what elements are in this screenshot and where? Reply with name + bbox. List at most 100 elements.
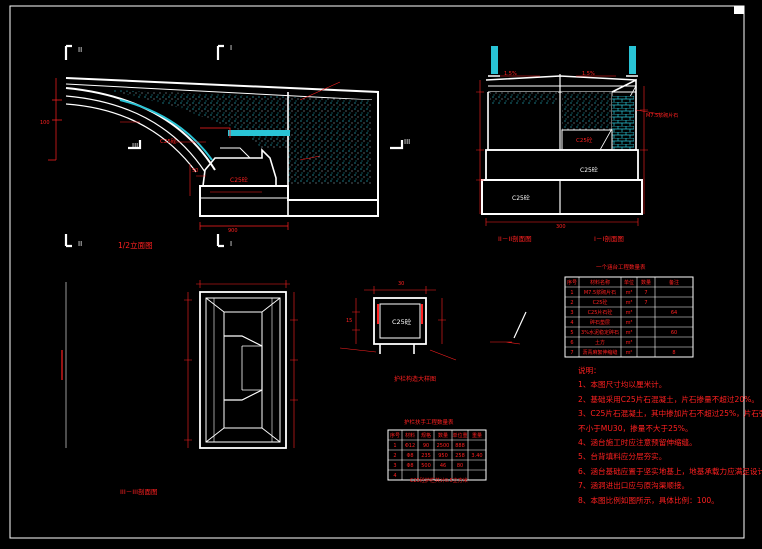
- table-header-cell: 序号: [567, 279, 577, 286]
- table-cell: 碎石垫层: [590, 319, 610, 326]
- table1-title: 一个涵台工程数量表: [596, 263, 646, 271]
- table-cell: 土方: [595, 339, 605, 346]
- sec-mark-ii-bottom: II: [78, 240, 82, 248]
- frame-corner-mark: [734, 6, 744, 14]
- table-cell: 3%水泥稳定碎石: [581, 329, 619, 336]
- table-header-cell: 备注: [669, 279, 679, 286]
- label-c25-guardrail: C25砼: [392, 317, 412, 326]
- label-c25-arch: C25砼: [160, 137, 177, 145]
- table-cell: 60: [671, 330, 677, 336]
- note-item: 6、涵台基础应置于坚实地基上，地基承载力应满足设计要求。: [578, 466, 762, 476]
- label-c25-foundation: C25砼: [512, 194, 530, 202]
- note-item: 4、涵台施工时应注意预留伸缩缝。: [578, 438, 697, 448]
- table-cell: 3: [570, 310, 573, 316]
- table-cell: 3: [393, 463, 396, 469]
- sec-mark-iii-left: III: [132, 142, 138, 150]
- table-cell: 46: [440, 463, 446, 469]
- table-cell: 4: [570, 320, 573, 326]
- table-cell: Φ12: [405, 443, 415, 449]
- table-cell: 3.40: [471, 453, 482, 459]
- table-cell: 1: [570, 290, 573, 296]
- table-header-cell: 材料: [405, 432, 415, 439]
- table-header-cell: 规格: [421, 432, 431, 439]
- sec-mark-ii-top: II: [78, 46, 82, 54]
- table-border: [387, 429, 487, 481]
- half-elevation-view: [48, 44, 404, 248]
- guardrail-detail-view: [339, 286, 527, 361]
- table-cell: 2: [570, 300, 573, 306]
- table-header-cell: 序号: [390, 432, 400, 439]
- table-cell: m³: [626, 290, 633, 296]
- note-item: 7、涵洞进出口应与原沟渠顺接。: [578, 481, 690, 491]
- table-cell: 沥青麻絮伸缩缝: [582, 349, 617, 356]
- table-cell: m³: [626, 300, 633, 306]
- note-item: 不小于MU30，掺量不大于25%。: [578, 423, 693, 433]
- table-header-cell: 材料名称: [590, 279, 610, 286]
- table-cell: 1: [393, 443, 396, 449]
- table-cell: 888: [455, 443, 465, 449]
- table-cell: 8: [672, 350, 675, 356]
- note-item: 2、基础采用C25片石混凝土，片石掺量不超过20%。: [578, 394, 759, 404]
- table-cell: m²: [626, 350, 633, 356]
- dim-900: 900: [228, 228, 238, 234]
- notes-heading: 说明：: [578, 366, 601, 375]
- note-item: 8、本图比例如图所示，具体比例：100。: [578, 495, 719, 505]
- table-header-cell: 单位: [624, 279, 634, 286]
- section-i-title: I－I剖面图: [594, 234, 624, 243]
- design-notes: 说明： 1、本图尺寸均以厘米计。 2、基础采用C25片石混凝土，片石掺量不超过2…: [578, 364, 762, 508]
- table-cell: 7: [644, 300, 647, 306]
- table-cell: 258: [455, 453, 465, 459]
- table-cell: 5: [570, 330, 573, 336]
- table-cell: Φ8: [406, 463, 413, 469]
- sec-mark-i-bottom: I: [230, 240, 232, 248]
- dim-slope-left: 1.5%: [504, 71, 517, 77]
- dim-300: 300: [556, 224, 566, 230]
- dim-50: 50: [192, 168, 198, 174]
- label-c25-abutment: C25砼: [230, 176, 248, 184]
- table-cell: 500: [421, 463, 431, 469]
- table-cell: 6: [570, 340, 573, 346]
- table-cell: Φ8: [406, 453, 413, 459]
- cross-sections-view: [476, 46, 661, 226]
- sec-mark-i-top: I: [230, 44, 232, 52]
- outer-frame: [9, 5, 745, 539]
- dim-100: 100: [40, 120, 50, 126]
- table-cell: 950: [438, 453, 448, 459]
- table2-title: 护栏扶手工程数量表: [404, 418, 454, 426]
- dim-30: 30: [398, 281, 404, 287]
- table-cell: 7: [570, 350, 573, 356]
- table-cell: M7.5浆砌片石: [584, 289, 616, 296]
- dim-slope-right: 1.5%: [582, 71, 595, 77]
- note-item: 5、台背填料应分层夯实。: [578, 452, 667, 462]
- label-m75-mortar: M7.5浆砌片石: [646, 112, 678, 119]
- table2-note: C25砼护栏共计0.5立方米: [410, 477, 468, 484]
- section-iii-title: III－III剖面图: [120, 487, 158, 496]
- table-cell: 64: [671, 310, 677, 316]
- section-ii-title: II－II剖面图: [498, 234, 532, 243]
- table-cell: C25砼: [593, 299, 608, 306]
- plan-view-iii: [61, 280, 298, 449]
- elevation-title: 1/2立面图: [118, 240, 153, 250]
- table-cell: 2500: [437, 443, 450, 449]
- table-cell: 235: [421, 453, 431, 459]
- table-cell: C25片石砼: [588, 309, 613, 316]
- table-header-cell: 单位重: [452, 432, 467, 439]
- note-item: 1、本图尺寸均以厘米计。: [578, 380, 667, 390]
- table-cell: m³: [626, 310, 633, 316]
- table-cell: 80: [457, 463, 463, 469]
- table-cell: m³: [626, 340, 633, 346]
- table-cell: m³: [626, 320, 633, 326]
- label-c25-cap: C25砼: [576, 136, 593, 144]
- detail-title: 护栏构造大样图: [394, 375, 436, 383]
- table-cell: 90: [423, 443, 429, 449]
- label-c25-slab: C25砼: [580, 166, 598, 174]
- table-header-cell: 数量: [438, 432, 448, 439]
- table-header-cell: 重量: [472, 432, 482, 439]
- table-cell: 2: [393, 453, 396, 459]
- table-cell: 4: [393, 473, 396, 479]
- dim-15: 15: [346, 318, 352, 324]
